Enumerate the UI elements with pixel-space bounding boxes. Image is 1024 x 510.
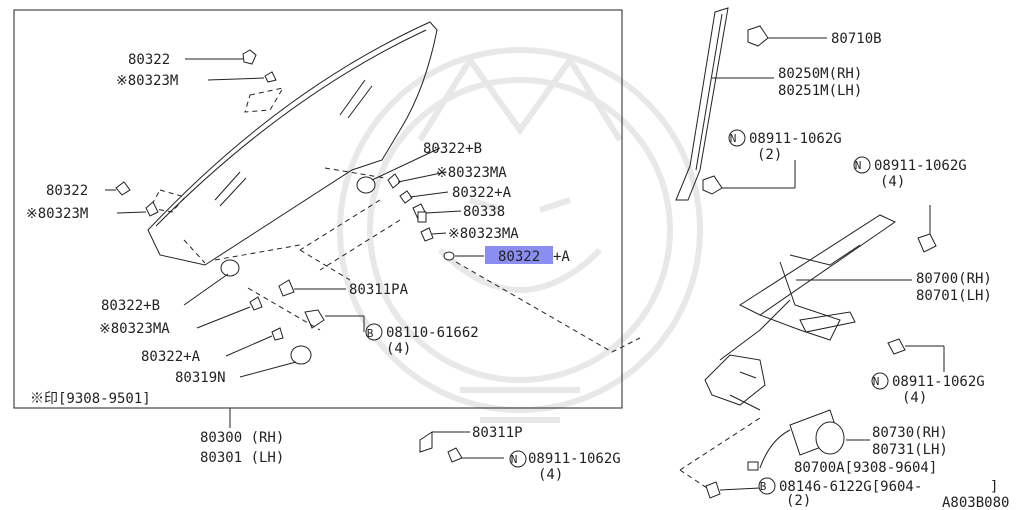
run-channel bbox=[675, 7, 827, 201]
label-80300: 80300 (RH) bbox=[200, 430, 284, 446]
label-80731: 80731(LH) bbox=[872, 442, 948, 458]
label-80322a-highlight: 80322 bbox=[498, 249, 540, 265]
label-08110: 08110-61662 bbox=[386, 325, 479, 341]
label-80322a-1: 80322+A bbox=[452, 185, 512, 201]
regulator-motor bbox=[679, 409, 870, 499]
label-80323ma-1: ※80323MA bbox=[436, 165, 507, 181]
label-08911-mid-qty: (4) bbox=[902, 390, 927, 406]
part-labels: 80322 ※80323M 80322+B ※80323MA 80322+A 8… bbox=[26, 31, 1009, 510]
label-80322-top: 80322 bbox=[128, 52, 170, 68]
label-80730: 80730(RH) bbox=[872, 425, 948, 441]
label-08911-right-qty: (4) bbox=[880, 174, 905, 190]
circle-b-mark-1: B bbox=[367, 327, 374, 340]
label-80700: 80700(RH) bbox=[916, 271, 992, 287]
label-80323ma-2: ※80323MA bbox=[448, 226, 519, 242]
label-80701: 80701(LH) bbox=[916, 288, 992, 304]
label-08110-qty: (4) bbox=[386, 341, 411, 357]
label-08911-bottom-qty: (4) bbox=[538, 467, 563, 483]
clips bbox=[115, 49, 455, 365]
label-80251m: 80251M(LH) bbox=[778, 83, 862, 99]
label-80323m-left: ※80323M bbox=[26, 206, 88, 222]
label-80301: 80301 (LH) bbox=[200, 450, 284, 466]
label-80322a-highlight-suffix: +A bbox=[553, 249, 570, 265]
circle-n-mark-bottom: N bbox=[511, 453, 518, 466]
circle-n-mark-top: N bbox=[730, 132, 737, 145]
highlight-80322a bbox=[485, 246, 553, 264]
door-glass bbox=[147, 21, 438, 266]
label-80322b-bottom: 80322+B bbox=[101, 298, 160, 314]
label-80338: 80338 bbox=[463, 204, 505, 220]
watermark bbox=[337, 47, 703, 423]
circle-n-mark-right: N bbox=[855, 159, 862, 172]
circle-b-mark-2: B bbox=[760, 480, 767, 493]
label-08146-qty: (2) bbox=[786, 493, 811, 509]
label-08911-top: 08911-1062G bbox=[749, 131, 842, 147]
label-80319n: 80319N bbox=[175, 370, 226, 386]
diagram-code: A803B080 bbox=[942, 495, 1009, 510]
label-80323ma-bottom: ※80323MA bbox=[99, 321, 170, 337]
label-80700a: 80700A[9308-9604] bbox=[794, 460, 937, 476]
label-80710b: 80710B bbox=[831, 31, 882, 47]
bracket-80311p bbox=[419, 431, 504, 463]
label-80250m: 80250M(RH) bbox=[778, 66, 862, 82]
label-80323m-top: ※80323M bbox=[116, 73, 178, 89]
label-08911-bottom: 08911-1062G bbox=[528, 451, 621, 467]
glass-group-frame bbox=[13, 9, 623, 409]
label-80322a-bottom: 80322+A bbox=[141, 349, 201, 365]
label-80322-left: 80322 bbox=[46, 183, 88, 199]
label-08146-close: ] bbox=[990, 479, 998, 495]
label-08911-right: 08911-1062G bbox=[874, 158, 967, 174]
circle-marks bbox=[365, 129, 889, 495]
window-regulator bbox=[704, 205, 945, 411]
circle-n-mark-mid: N bbox=[873, 375, 880, 388]
label-08911-mid: 08911-1062G bbox=[892, 374, 985, 390]
label-80311p: 80311P bbox=[472, 425, 523, 441]
leader-lines bbox=[105, 58, 641, 428]
label-80311pa: 80311PA bbox=[349, 282, 409, 298]
label-80322b-top: 80322+B bbox=[423, 141, 482, 157]
label-08911-top-qty: (2) bbox=[757, 147, 782, 163]
label-note-date-range: ※印[9308-9501] bbox=[30, 391, 151, 407]
label-08146: 08146-6122G[9604- bbox=[779, 479, 922, 495]
